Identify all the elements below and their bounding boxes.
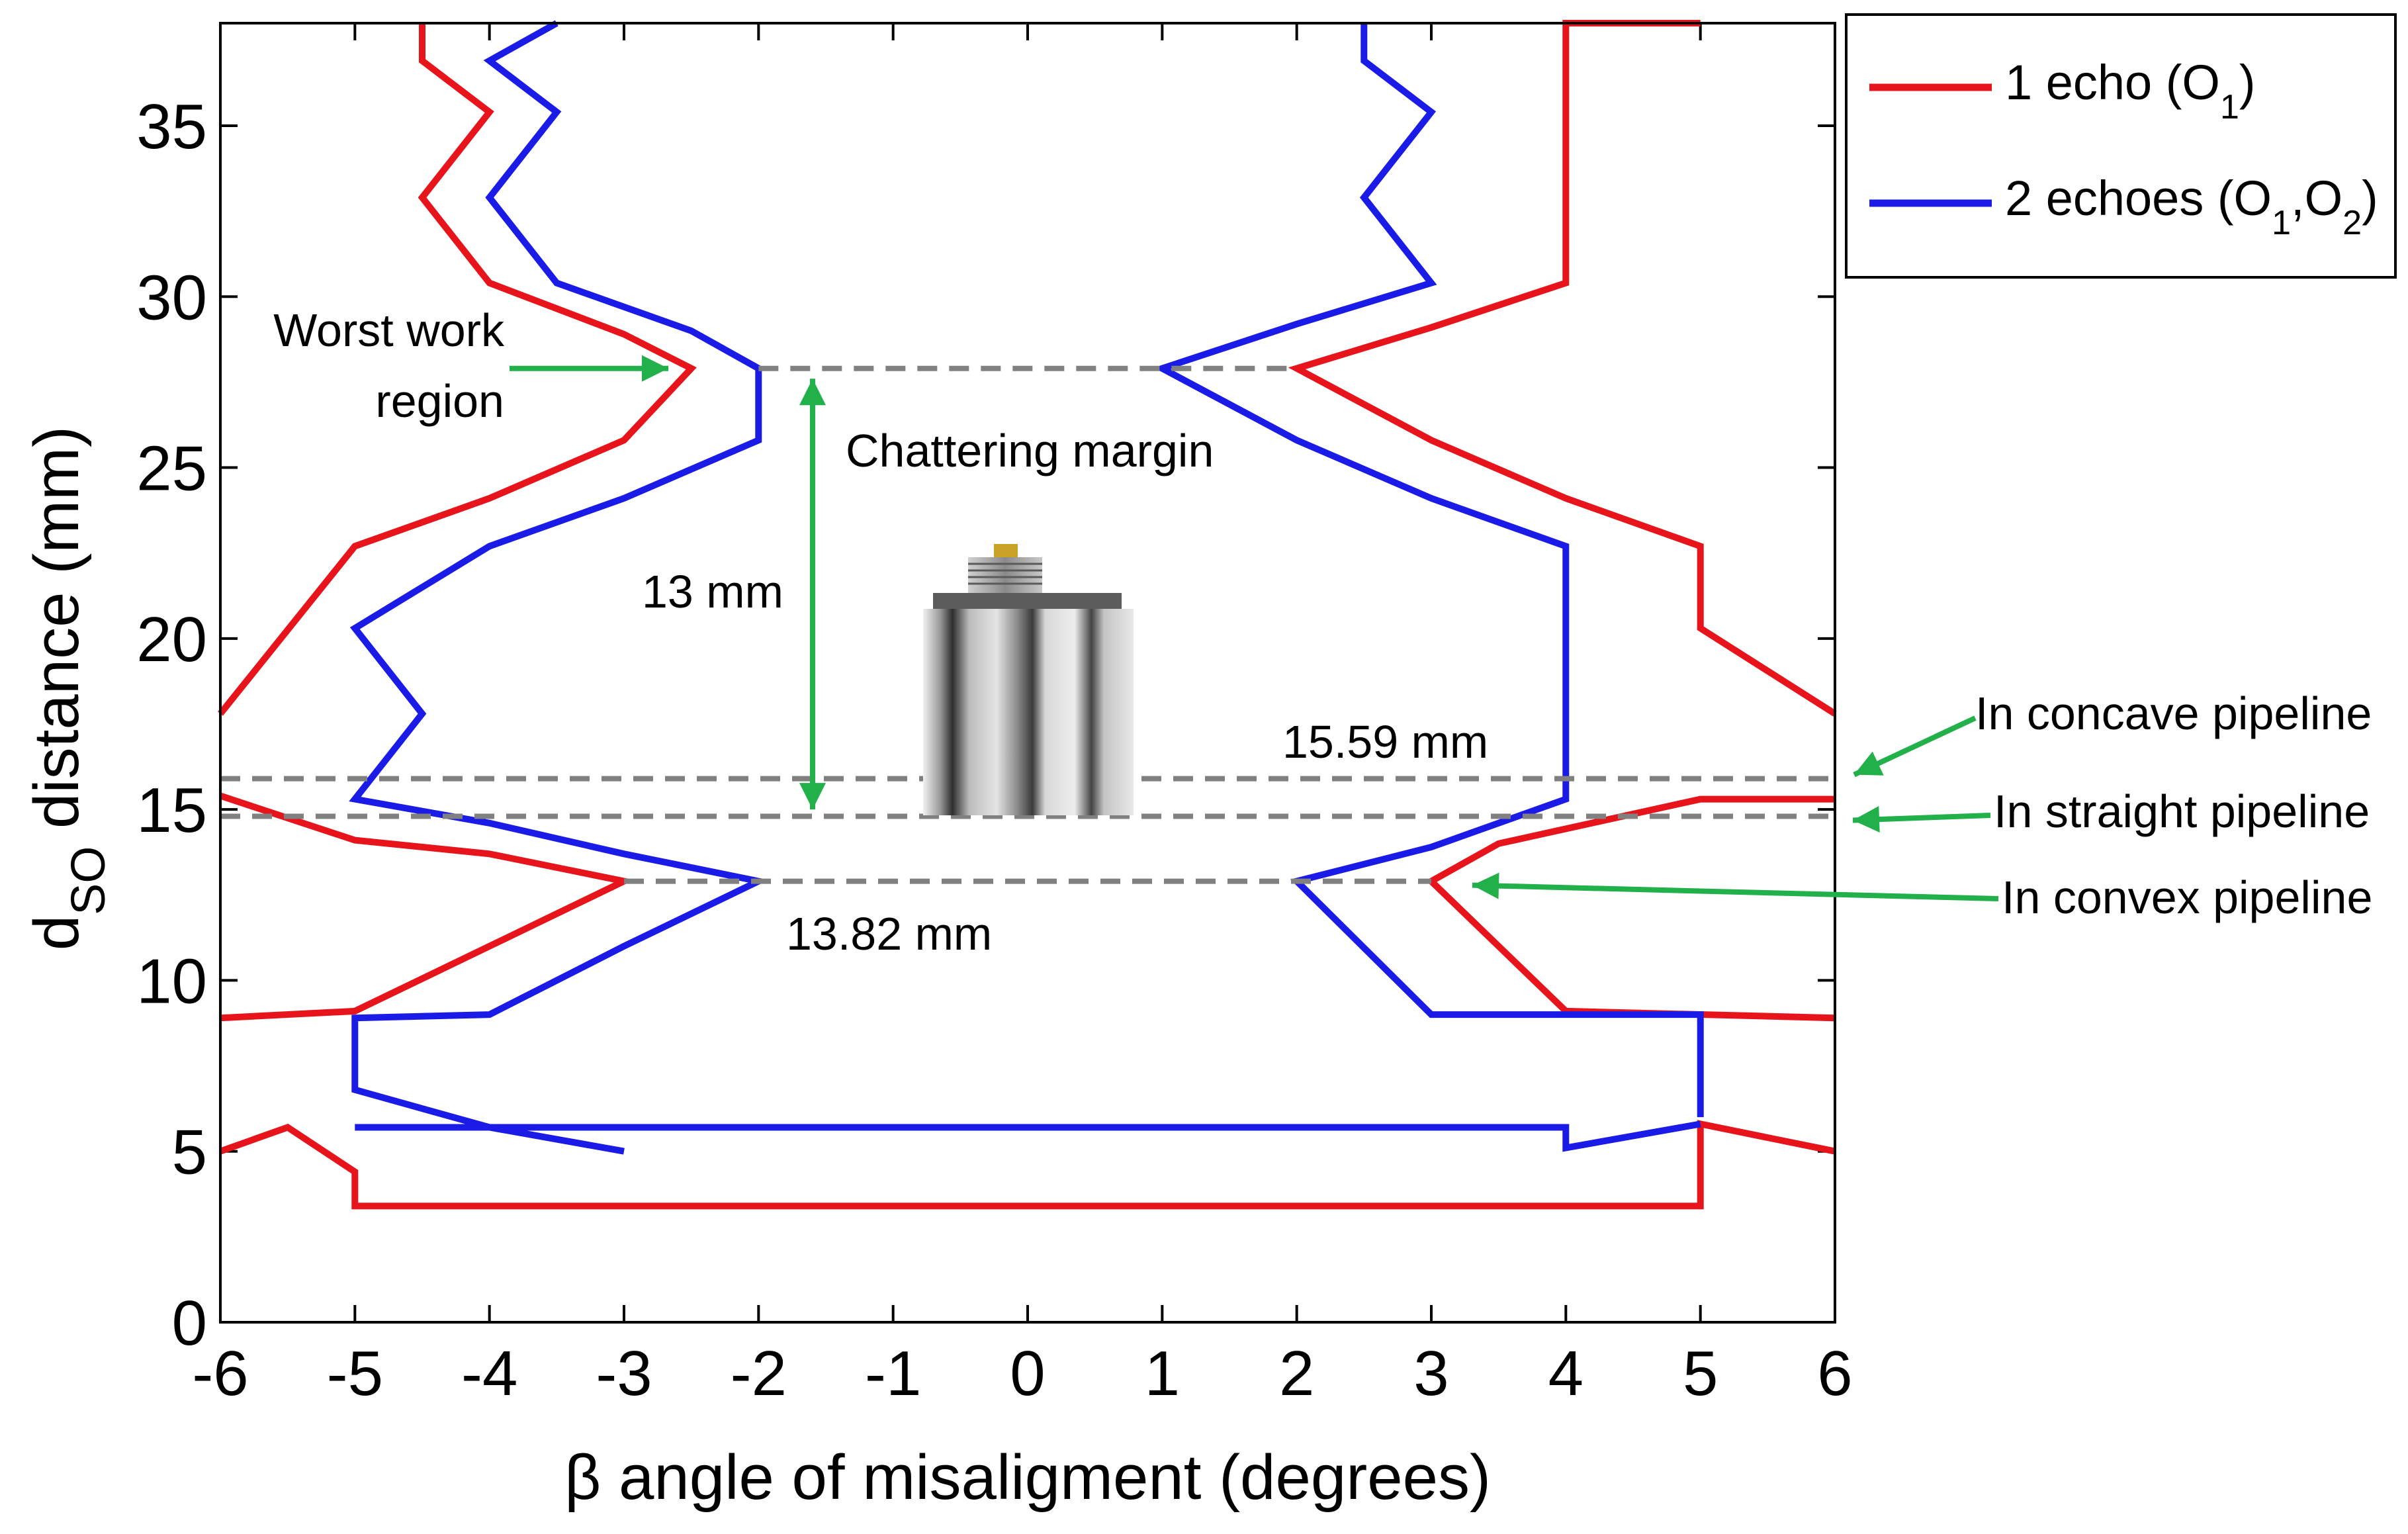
y-tick-label: 15	[136, 775, 207, 846]
x-tick-label: -2	[731, 1338, 787, 1409]
lower-distance-label: 13.82 mm	[786, 908, 992, 960]
chattering-margin-label: Chattering margin	[846, 425, 1214, 476]
worst-region-line1: Worst work	[273, 304, 505, 356]
series-1-line	[1288, 20, 1837, 717]
y-tick-label: 10	[136, 946, 207, 1016]
series-1-line	[219, 1120, 1836, 1210]
legend-entry-2: 2 echoes (O1,O2)	[2005, 171, 2378, 242]
series-1-line	[219, 792, 635, 1022]
worst-region-arrow-head	[642, 355, 668, 382]
margin-value-label: 13 mm	[642, 566, 783, 617]
concave-arrow-head	[1854, 751, 1884, 776]
convex-arrow	[1472, 882, 1999, 901]
legend-entry-1: 1 echo (O1)	[2005, 55, 2256, 126]
x-tick-label: -3	[596, 1338, 652, 1409]
sensor-illustration	[923, 544, 1134, 815]
y-tick-label: 25	[136, 433, 207, 504]
y-tick-label: 30	[136, 262, 207, 333]
x-tick-label: 3	[1413, 1338, 1449, 1409]
convex-label: In convex pipeline	[2002, 872, 2372, 923]
straight-label: In straight pipeline	[1994, 786, 2370, 837]
series-2-line	[355, 1120, 1701, 1152]
series-2-line	[1153, 23, 1704, 1118]
legend-box	[1845, 13, 2397, 279]
x-tick-label: 4	[1548, 1338, 1583, 1409]
x-tick-label: -4	[461, 1338, 517, 1409]
y-tick-label: 5	[172, 1117, 207, 1188]
series-1-line	[218, 23, 697, 716]
legend: 1 echo (O1) 2 echoes (O1,O2)	[1845, 13, 2397, 279]
x-tick-label: 2	[1279, 1338, 1314, 1409]
x-tick-label: 1	[1145, 1338, 1180, 1409]
straight-arrow-head	[1853, 806, 1880, 833]
concave-label: In concave pipeline	[1975, 688, 2372, 739]
annotation-arrows	[510, 355, 1999, 901]
x-tick-label: 0	[1010, 1338, 1045, 1409]
margin-arrow-head-start	[799, 379, 826, 406]
x-tick-labels: -6 -5 -4 -3 -2 -1 0 1 2 3 4 5 6	[192, 1338, 1852, 1409]
convex-arrow-head	[1472, 872, 1499, 899]
y-tick-label: 0	[172, 1288, 207, 1359]
x-tick-label: 6	[1817, 1338, 1852, 1409]
x-tick-label: -6	[192, 1338, 248, 1409]
y-tick-labels: 0 5 10 15 20 25 30 35	[136, 91, 207, 1359]
y-tick-label: 20	[136, 604, 207, 675]
y-tick-label: 35	[136, 91, 207, 162]
worst-region-line2: region	[375, 375, 504, 427]
y-axis-title: dSO distance (mm)	[21, 426, 115, 950]
series-1-line	[1425, 795, 1836, 1022]
x-tick-label: -5	[327, 1338, 383, 1409]
series-2-line	[349, 20, 769, 1155]
margin-arrow-head	[799, 783, 826, 810]
plot-frame	[219, 22, 1836, 1324]
x-axis-title: β angle of misaligment (degrees)	[564, 1442, 1491, 1513]
upper-distance-label: 15.59 mm	[1282, 716, 1488, 768]
x-tick-label: -1	[865, 1338, 921, 1409]
x-tick-label: 5	[1683, 1338, 1718, 1409]
